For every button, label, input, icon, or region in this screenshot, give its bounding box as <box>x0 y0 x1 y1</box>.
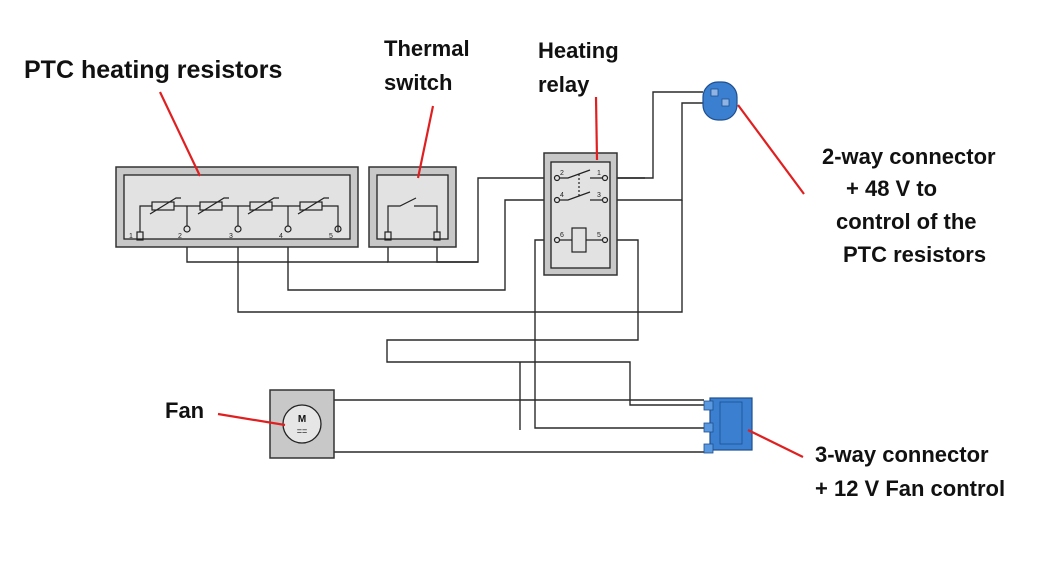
pointer-3way <box>747 429 804 458</box>
wire-ptc4 <box>287 199 557 291</box>
motor-dc-symbol: == <box>297 426 308 436</box>
wire-ptc3 <box>237 200 683 313</box>
wire-relay5 <box>386 239 704 406</box>
relay-terminal-5: 5 <box>597 232 601 239</box>
label-2way-1: 2-way connector <box>822 144 996 169</box>
label-thermal-1: Thermal <box>384 36 470 61</box>
ptc-terminal-2: 2 <box>178 233 182 240</box>
two-way-connector <box>702 81 738 121</box>
pointer-lines <box>159 91 805 458</box>
relay-terminal-2: 2 <box>560 170 564 177</box>
relay-terminal-6: 6 <box>560 232 564 239</box>
label-2way-4: PTC resistors <box>843 242 987 267</box>
pointer-thermal <box>416 105 435 179</box>
label-3way-2: + 12 V Fan control <box>815 476 1006 501</box>
heating-relay-box: 2 1 4 3 6 5 <box>543 152 618 276</box>
pointer-relay <box>594 96 599 161</box>
thermal-switch-box <box>368 166 457 248</box>
pointer-ptc <box>159 91 201 177</box>
three-way-connector <box>703 397 753 454</box>
pointer-fan <box>217 412 286 427</box>
motor-symbol: M <box>298 414 306 425</box>
label-relay-1: Heating <box>538 38 619 63</box>
relay-terminal-3: 3 <box>597 192 601 199</box>
ptc-terminal-3: 3 <box>229 233 233 240</box>
relay-terminal-4: 4 <box>560 192 564 199</box>
label-ptc-resistors: PTC heating resistors <box>24 56 283 84</box>
wiring <box>186 91 704 453</box>
label-3way-1: 3-way connector <box>815 442 989 467</box>
ptc-box: 1 2 3 4 5 <box>115 166 359 248</box>
label-2way-3: control of the <box>836 209 977 234</box>
ptc-terminal-5: 5 <box>329 233 333 240</box>
label-fan: Fan <box>165 398 205 423</box>
wire-relay1-to-2way <box>605 102 703 201</box>
label-relay-2: relay <box>538 72 590 97</box>
ptc-terminal-1: 1 <box>129 233 133 240</box>
label-2way-2: + 48 V to <box>846 176 938 201</box>
ptc-terminal-4: 4 <box>279 233 283 240</box>
label-thermal-2: switch <box>384 70 453 95</box>
pointer-2way <box>737 104 805 195</box>
relay-terminal-1: 1 <box>597 170 601 177</box>
